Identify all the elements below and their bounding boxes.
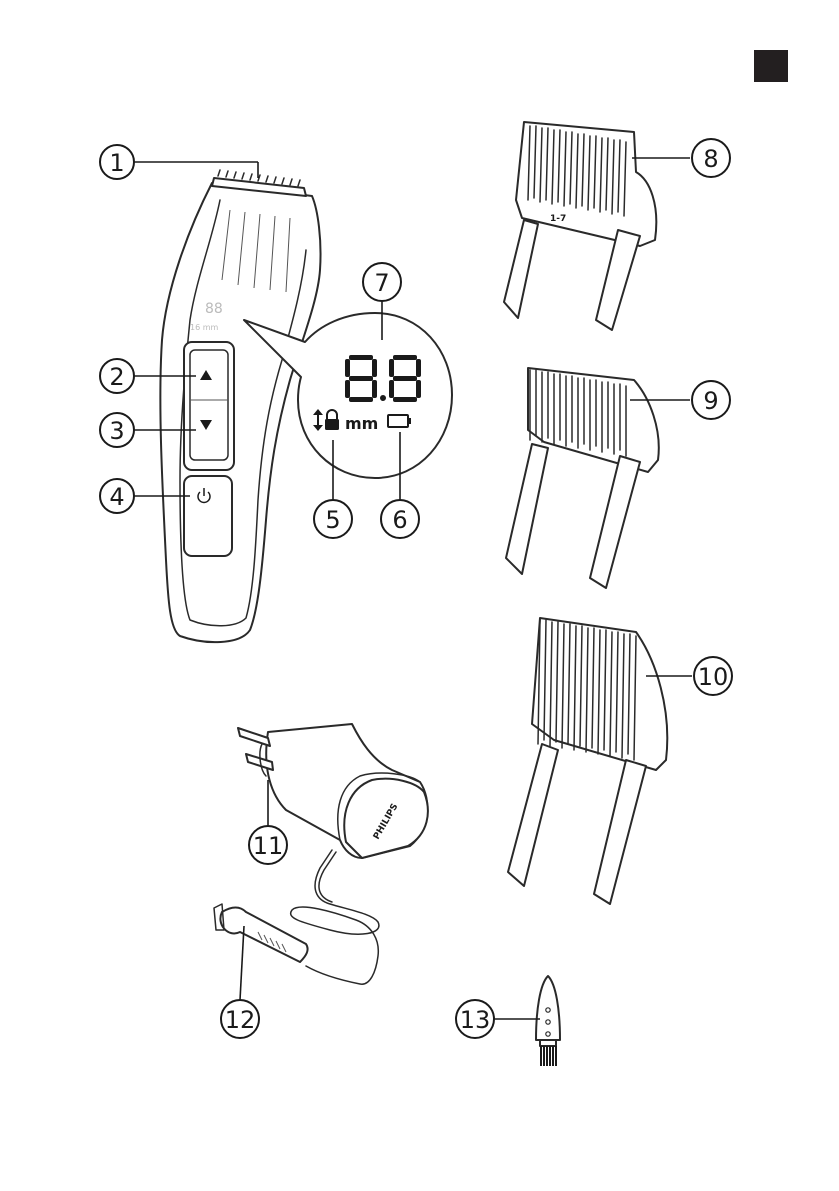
svg-text:8: 8 [703, 145, 718, 173]
callout-10: 10 [694, 657, 732, 695]
comb-range-label: 1-7 [550, 214, 566, 224]
callout-6: 6 [381, 500, 419, 538]
svg-text:9: 9 [703, 387, 718, 415]
callout-5: 5 [314, 500, 352, 538]
svg-text:3: 3 [109, 417, 124, 445]
svg-text:5: 5 [325, 506, 340, 534]
svg-text:12: 12 [225, 1006, 256, 1034]
svg-text:6: 6 [392, 506, 407, 534]
button-panel [184, 342, 234, 470]
svg-text:10: 10 [698, 663, 729, 691]
callout-3: 3 [100, 413, 134, 447]
unit-label: mm [345, 414, 378, 433]
svg-text:16 mm: 16 mm [190, 323, 219, 332]
svg-text:11: 11 [253, 832, 284, 860]
power-button[interactable] [184, 476, 232, 556]
svg-text:13: 13 [460, 1006, 491, 1034]
callout-12: 12 [221, 1000, 259, 1038]
svg-text:4: 4 [109, 483, 124, 511]
callout-7: 7 [363, 263, 401, 301]
cleaning-brush [536, 976, 560, 1066]
callout-8: 8 [692, 139, 730, 177]
callout-11: 11 [249, 826, 287, 864]
svg-text:2: 2 [109, 363, 124, 391]
corner-tab [754, 50, 788, 82]
comb-small: 1-7 [504, 122, 656, 330]
svg-text:7: 7 [374, 269, 389, 297]
power-adapter: PHILIPS [214, 724, 428, 984]
callout-4: 4 [100, 479, 134, 513]
svg-text:88: 88 [205, 301, 223, 317]
clipper-illustration: 88 16 mm [160, 170, 320, 642]
comb-medium [506, 368, 659, 588]
callout-1: 1 [100, 145, 134, 179]
svg-text:1: 1 [109, 149, 124, 177]
comb-large [508, 618, 667, 904]
callout-13: 13 [456, 1000, 494, 1038]
callout-9: 9 [692, 381, 730, 419]
callout-2: 2 [100, 359, 134, 393]
